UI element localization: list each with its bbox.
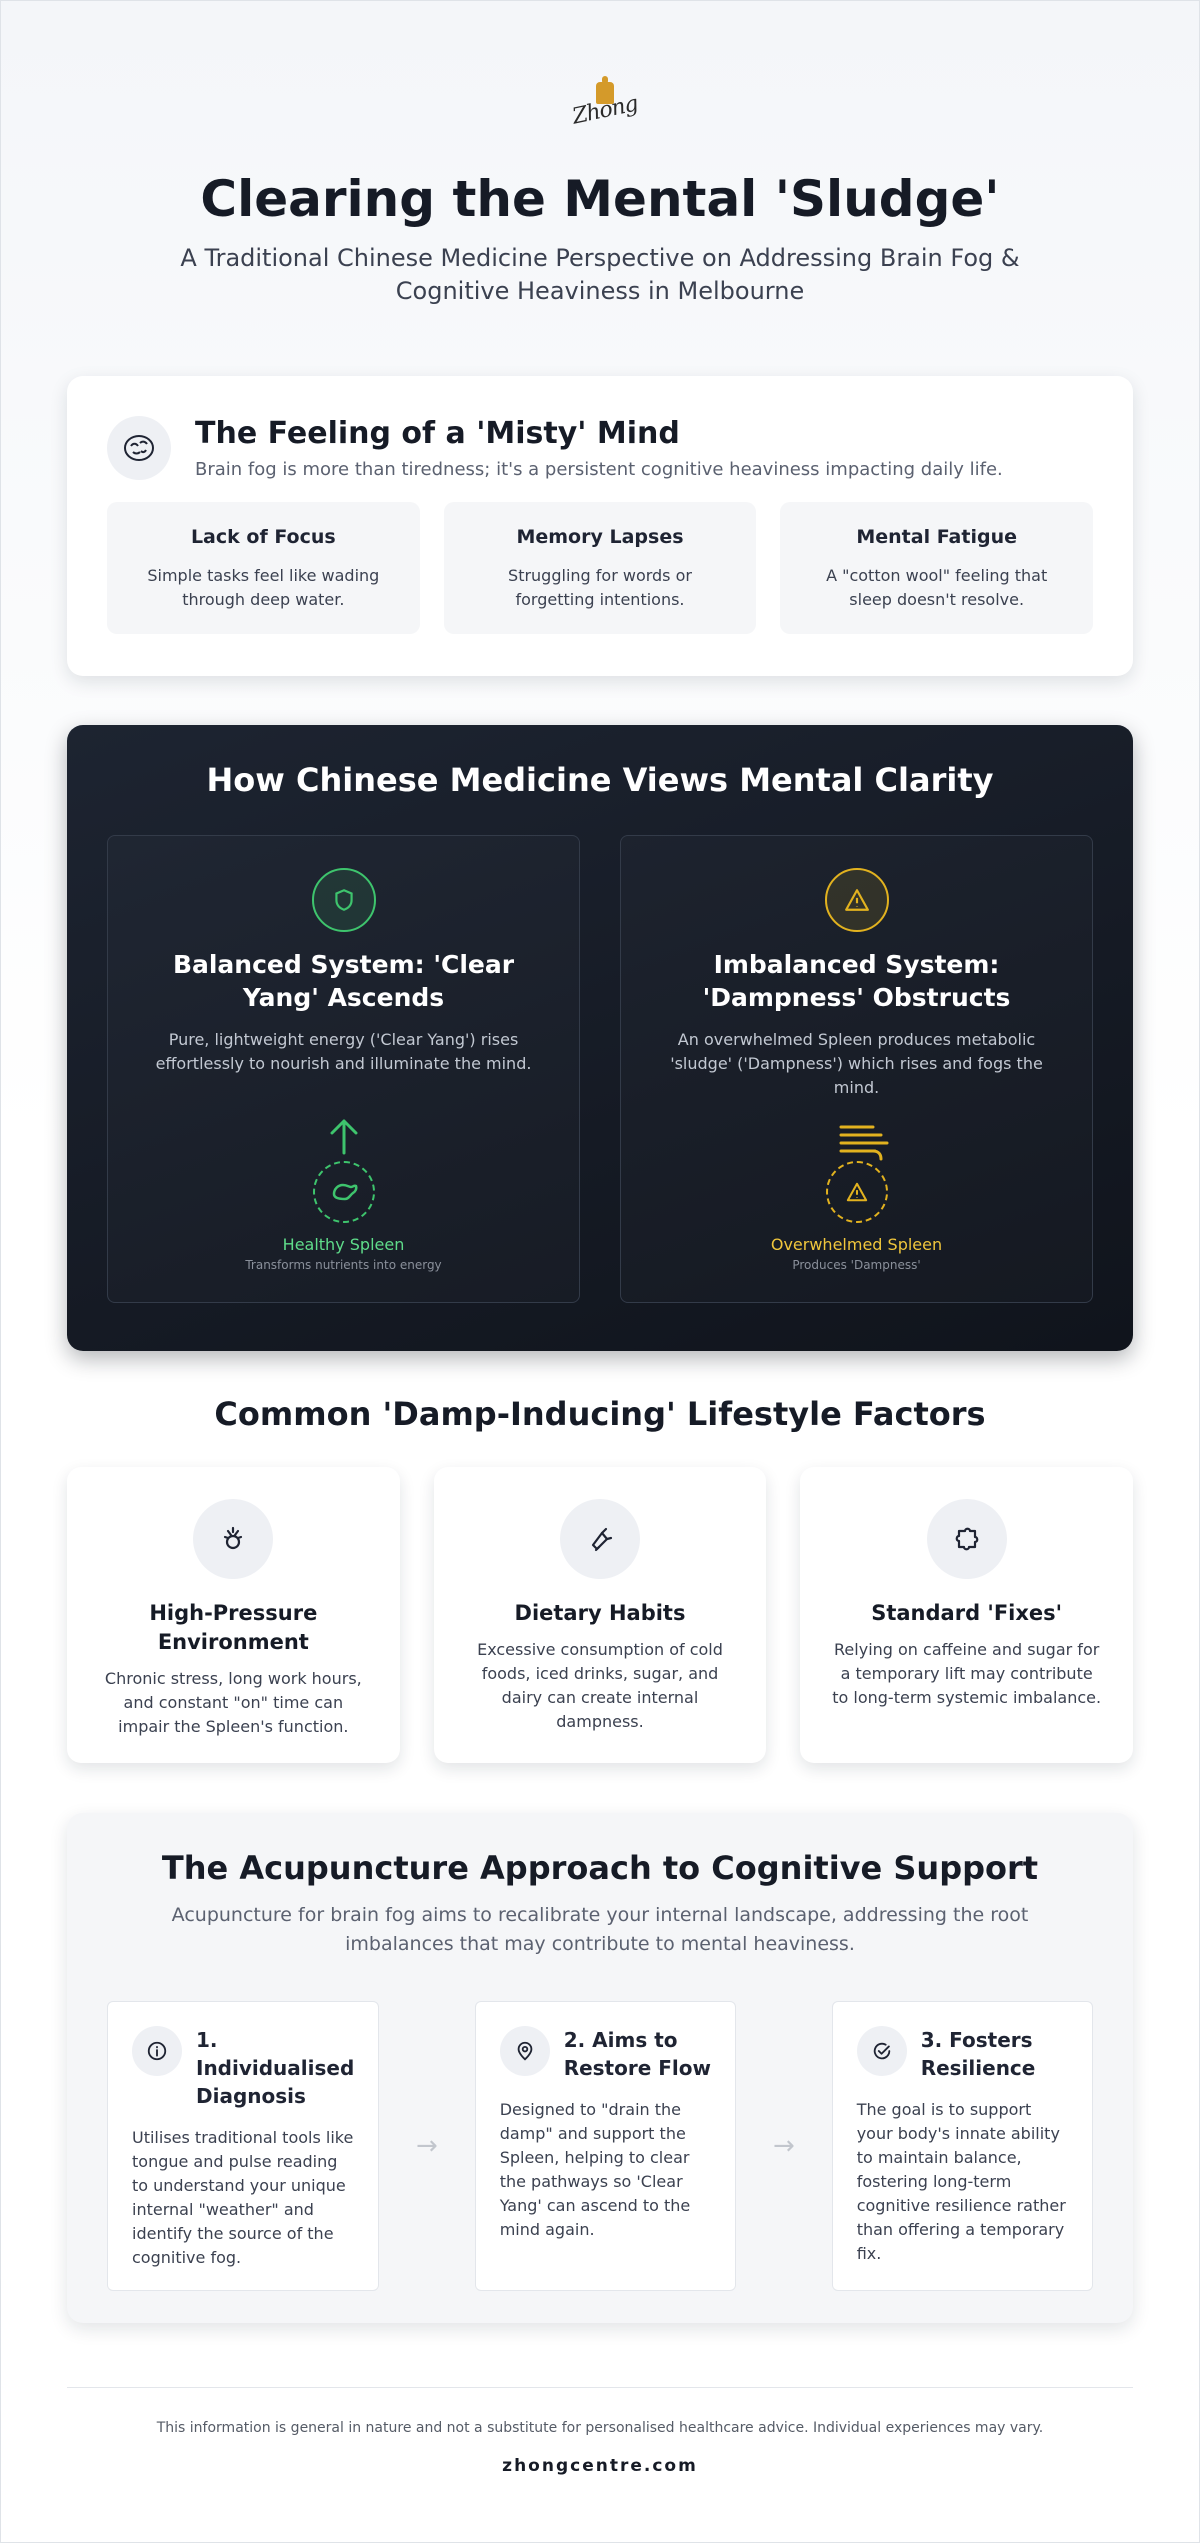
acupuncture-subtitle: Acupuncture for brain fog aims to recali… [171,1904,1029,1955]
lifestyle-title-text: Standard 'Fixes' [871,1601,1063,1625]
step-title: 2. Aims to Restore Flow [563,2028,711,2080]
arrow-right-icon: → [772,2131,795,2161]
warning-small-icon [825,1161,888,1223]
spleen-icon [312,1161,375,1223]
fog-lines-icon [839,1125,888,1161]
acupuncture-panel: The Acupuncture Approach to Cognitive Su… [67,1813,1133,2323]
misty-mind-card: The Feeling of a 'Misty' Mind Brain fog … [67,376,1133,676]
lifestyle-text: Relying on caffeine and sugar for a temp… [832,1640,1102,1707]
balanced-system-text: Pure, lightweight energy ('Clear Yang') … [155,1030,532,1073]
misty-mind-subtitle: Brain fog is more than tiredness; it's a… [195,459,1003,480]
misty-mind-title: The Feeling of a 'Misty' Mind [195,416,680,451]
brain-icon [107,416,171,480]
symptom-text: A "cotton wool" feeling that sleep doesn… [826,566,1048,609]
organ-sub: Transforms nutrients into energy [245,1258,442,1272]
page-subtitle: A Traditional Chinese Medicine Perspecti… [180,244,1020,305]
page-title: Clearing the Mental 'Sludge' [200,170,1000,228]
step-diagnosis: 1. Individualised Diagnosis Utilises tra… [107,2001,379,2291]
tcm-clarity-panel: How Chinese Medicine Views Mental Clarit… [67,725,1133,1351]
logo-seal-icon [596,76,614,104]
organ-label: Healthy Spleen [282,1235,405,1254]
step-text: Utilises traditional tools like tongue a… [132,2128,354,2267]
food-icon [560,1499,640,1579]
balanced-system-card: Balanced System: 'Clear Yang' Ascends Pu… [107,835,580,1303]
symptom-fatigue: Mental Fatigue A "cotton wool" feeling t… [780,502,1094,634]
step-text: Designed to "drain the damp" and support… [499,2100,691,2239]
step-resilience: 3. Fosters Resilience The goal is to sup… [831,2001,1093,2291]
lifestyle-title: Common 'Damp-Inducing' Lifestyle Factors [214,1395,986,1433]
warning-icon [824,868,889,932]
lifestyle-card-pressure: High-Pressure Environment Chronic stress… [67,1467,400,1763]
symptom-focus: Lack of Focus Simple tasks feel like wad… [107,502,420,634]
arrow-right-icon: → [415,2131,438,2161]
logo-text: Zhong [570,91,640,130]
disclaimer: This information is general in nature an… [156,2420,1044,2436]
footer: This information is general in nature an… [67,2387,1133,2476]
shield-icon [311,868,376,932]
imbalanced-system-text: An overwhelmed Spleen produces metabolic… [670,1030,1043,1097]
misty-mind-header: The Feeling of a 'Misty' Mind Brain fog … [107,416,1093,480]
lifestyle-card-diet: Dietary Habits Excessive consumption of … [433,1467,767,1763]
symptom-title: Mental Fatigue [856,526,1017,548]
lifestyle-card-fixes: Standard 'Fixes' Relying on caffeine and… [800,1467,1134,1763]
site-link[interactable]: zhongcentre.com [502,2456,698,2476]
symptom-memory: Memory Lapses Struggling for words or fo… [443,502,757,634]
logo[interactable]: Zhong [67,0,1133,150]
symptom-title: Memory Lapses [516,526,684,548]
balanced-system-title: Balanced System: 'Clear Yang' Ascends [172,950,515,1012]
page-content: Zhong Clearing the Mental 'Sludge' A Tra… [67,0,1134,2476]
healthy-spleen: Healthy Spleen Transforms nutrients into… [108,1113,579,1272]
organ-sub: Produces 'Dampness' [792,1258,921,1272]
acupuncture-steps: 1. Individualised Diagnosis Utilises tra… [107,2001,1093,2291]
acupuncture-title: The Acupuncture Approach to Cognitive Su… [161,1849,1039,1887]
step-title: 1. Individualised Diagnosis [196,2028,355,2108]
step-restore-flow: 2. Aims to Restore Flow Designed to "dra… [474,2001,736,2291]
step-text: The goal is to support your body's innat… [856,2100,1066,2263]
symptom-text: Simple tasks feel like wading through de… [147,566,380,609]
symptom-title: Lack of Focus [190,526,336,548]
overwhelmed-spleen: Overwhelmed Spleen Produces 'Dampness' [621,1113,1092,1272]
lifestyle-title-text: High-Pressure Environment [149,1601,318,1654]
step-title: 3. Fosters Resilience [920,2028,1036,2080]
puzzle-icon [926,1499,1007,1579]
stress-icon [193,1499,274,1579]
lifestyle-list: High-Pressure Environment Chronic stress… [67,1467,1134,1763]
symptom-list: Lack of Focus Simple tasks feel like wad… [107,502,1094,634]
lifestyle-text: Chronic stress, long work hours, and con… [104,1669,362,1736]
logo-mark: Zhong [568,76,640,138]
imbalanced-system-card: Imbalanced System: 'Dampness' Obstructs … [620,835,1093,1303]
lifestyle-title-text: Dietary Habits [514,1601,686,1625]
tcm-title: How Chinese Medicine Views Mental Clarit… [206,761,994,799]
symptom-text: Struggling for words or forgetting inten… [508,566,692,609]
tcm-comparison: Balanced System: 'Clear Yang' Ascends Pu… [107,835,1093,1303]
organ-label: Overwhelmed Spleen [770,1235,943,1254]
info-icon [132,2026,182,2076]
location-pin-icon [499,2026,550,2076]
arrow-up-icon [330,1119,357,1155]
check-circle-icon [856,2026,907,2076]
lifestyle-text: Excessive consumption of cold foods, ice… [477,1640,723,1731]
imbalanced-system-title: Imbalanced System: 'Dampness' Obstructs [702,950,1011,1012]
